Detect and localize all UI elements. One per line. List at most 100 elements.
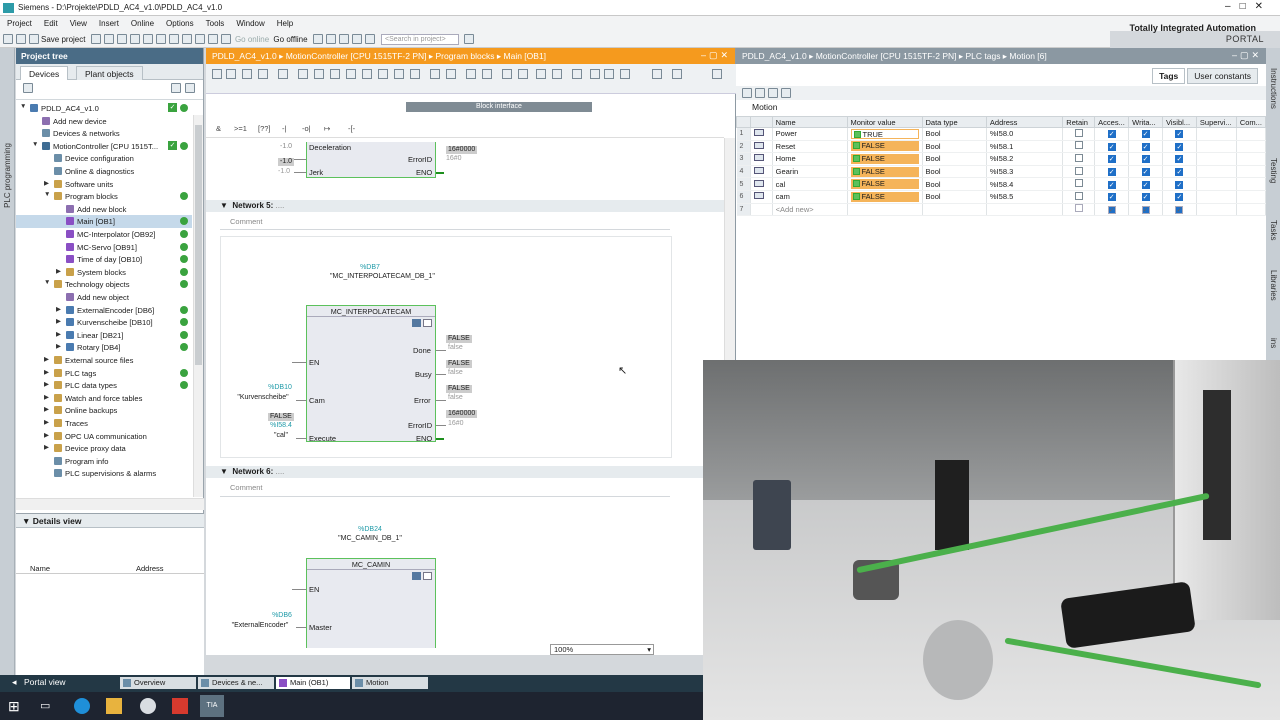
window-controls-icon[interactable]: –□✕ [1225, 1, 1272, 12]
checkbox[interactable]: ✓ [1175, 130, 1184, 139]
new-project-icon[interactable] [3, 34, 13, 44]
testing-tab[interactable]: Testing [1269, 158, 1278, 184]
insert-row-icon[interactable] [755, 88, 765, 98]
tag-name[interactable]: Home [772, 152, 848, 166]
editor-tool-icon[interactable] [590, 69, 600, 79]
checkbox[interactable]: ✓ [1107, 142, 1116, 151]
block-info-icon[interactable] [412, 319, 421, 327]
add-ins-tab[interactable]: Add-ins [1269, 338, 1280, 355]
tree-item[interactable]: Program info [16, 455, 192, 468]
menu-insert[interactable]: Insert [98, 19, 119, 28]
undo-icon[interactable] [155, 34, 166, 44]
checkbox[interactable]: ✓ [1141, 142, 1150, 151]
editor-tool-icon[interactable] [330, 69, 340, 79]
menu-online[interactable]: Online [130, 19, 155, 28]
chevron-down-icon[interactable]: ▾ [647, 645, 651, 654]
editor-tool-icon[interactable] [394, 69, 404, 79]
checkbox[interactable]: ✓ [1175, 155, 1184, 164]
menu-options[interactable]: Options [166, 19, 194, 28]
tag-column-header[interactable]: Writa... [1128, 116, 1164, 128]
editor-tool-icon[interactable] [620, 69, 630, 79]
previous-function-block[interactable] [306, 142, 436, 178]
expand-right-icon[interactable]: ▶ [44, 393, 49, 401]
project-tree-scrollbar[interactable] [193, 115, 203, 497]
checkbox[interactable]: ✓ [1141, 168, 1150, 177]
block-interface-bar[interactable]: Block interface [406, 102, 592, 112]
tag-column-header[interactable]: Monitor value [846, 116, 923, 128]
block-config-icon[interactable] [423, 319, 432, 327]
tag-column-header[interactable] [736, 116, 751, 128]
tag-name[interactable]: Power [772, 127, 848, 141]
tree-item[interactable]: ▶System blocks [16, 266, 192, 279]
open-project-icon[interactable] [16, 34, 26, 44]
print-icon[interactable] [90, 34, 101, 44]
tree-options-icon[interactable] [23, 83, 33, 93]
expand-down-icon[interactable]: ▼ [44, 191, 51, 199]
details-view-title[interactable]: ▼ Details view [16, 514, 204, 528]
instructions-tab[interactable]: Instructions [1269, 68, 1278, 109]
editor-tool-icon[interactable] [430, 69, 440, 79]
checkbox[interactable]: ✓ [1141, 205, 1150, 214]
expand-down-icon[interactable]: ▼ [44, 279, 51, 287]
tag-data-type[interactable]: Bool [922, 152, 987, 166]
split-editor-icon[interactable] [364, 34, 375, 44]
tasks-tab[interactable]: Tasks [1269, 220, 1278, 241]
tag-address[interactable]: %I58.3 [986, 165, 1064, 179]
editor-tool-icon[interactable] [552, 69, 562, 79]
editor-tool-icon[interactable] [410, 69, 420, 79]
editor-tool-icon[interactable] [672, 69, 682, 79]
close-branch-icon[interactable]: -[- [348, 124, 356, 133]
tag-data-type[interactable]: Bool [922, 190, 987, 204]
or-box-icon[interactable]: >=1 [234, 124, 247, 133]
checkbox[interactable] [1074, 141, 1083, 150]
bottom-tab-main-ob1[interactable]: Main (OB1) [276, 677, 350, 689]
search-in-project-input[interactable]: <Search in project> [381, 34, 459, 45]
start-cpu-icon[interactable] [325, 34, 336, 44]
tia-portal-taskbar-icon[interactable]: TIA [200, 695, 224, 717]
bottom-tab-motion[interactable]: Motion [352, 677, 428, 689]
editor-tool-icon[interactable] [362, 69, 372, 79]
paste-icon[interactable] [129, 34, 140, 44]
tag-column-header[interactable]: Data type [921, 116, 987, 128]
editor-tool-icon[interactable] [712, 69, 722, 79]
tree-item[interactable]: Add new object [16, 291, 192, 304]
expand-right-icon[interactable]: ▶ [44, 356, 49, 363]
cam-operand-name[interactable]: "Kurvenscheibe" [237, 394, 289, 401]
master-operand-name[interactable]: "ExternalEncoder" [231, 622, 289, 629]
pdf-reader-icon[interactable] [172, 698, 188, 714]
tag-address[interactable]: %I58.4 [986, 177, 1064, 191]
copy-icon[interactable] [116, 34, 127, 44]
tree-item[interactable]: ▶Kurvenscheibe [DB10] [16, 316, 192, 329]
tree-item[interactable]: ▶Software units [16, 178, 192, 191]
tag-column-header[interactable]: Retain [1062, 116, 1096, 128]
tree-item[interactable]: Main [OB1] [16, 215, 192, 228]
delete-icon[interactable] [142, 34, 153, 44]
tree-item[interactable]: ▶OPC UA communication [16, 430, 192, 443]
expand-right-icon[interactable]: ▶ [56, 343, 61, 351]
editor-tool-icon[interactable] [258, 69, 268, 79]
windows-start-icon[interactable]: ⊞ [8, 698, 20, 714]
scrollbar-thumb[interactable] [195, 125, 202, 365]
network-5-comment[interactable]: Comment [230, 217, 263, 226]
normally-open-contact-icon[interactable]: -| [282, 124, 287, 133]
simulation-icon[interactable] [220, 34, 231, 44]
tree-item[interactable]: ▼Technology objects [16, 278, 192, 291]
checkbox[interactable]: ✓ [1107, 168, 1116, 177]
save-icon[interactable] [29, 34, 39, 44]
tab-plant-objects[interactable]: Plant objects [76, 66, 143, 80]
n6-instance-db[interactable]: %DB24 "MC_CAMIN_DB_1" [330, 526, 410, 543]
tree-item[interactable]: MC-Interpolator [OB92] [16, 228, 192, 241]
checkbox[interactable]: ✓ [1175, 193, 1184, 202]
checkbox[interactable] [1074, 191, 1083, 200]
tag-column-header[interactable]: Acces... [1094, 116, 1130, 128]
checkbox[interactable]: ✓ [1175, 168, 1184, 177]
tree-layout-icon[interactable] [185, 83, 195, 93]
cam-operand-addr[interactable]: %DB10 [268, 384, 292, 391]
add-row-icon[interactable] [742, 88, 752, 98]
menu-tools[interactable]: Tools [205, 19, 225, 28]
menu-window[interactable]: Window [236, 19, 265, 28]
